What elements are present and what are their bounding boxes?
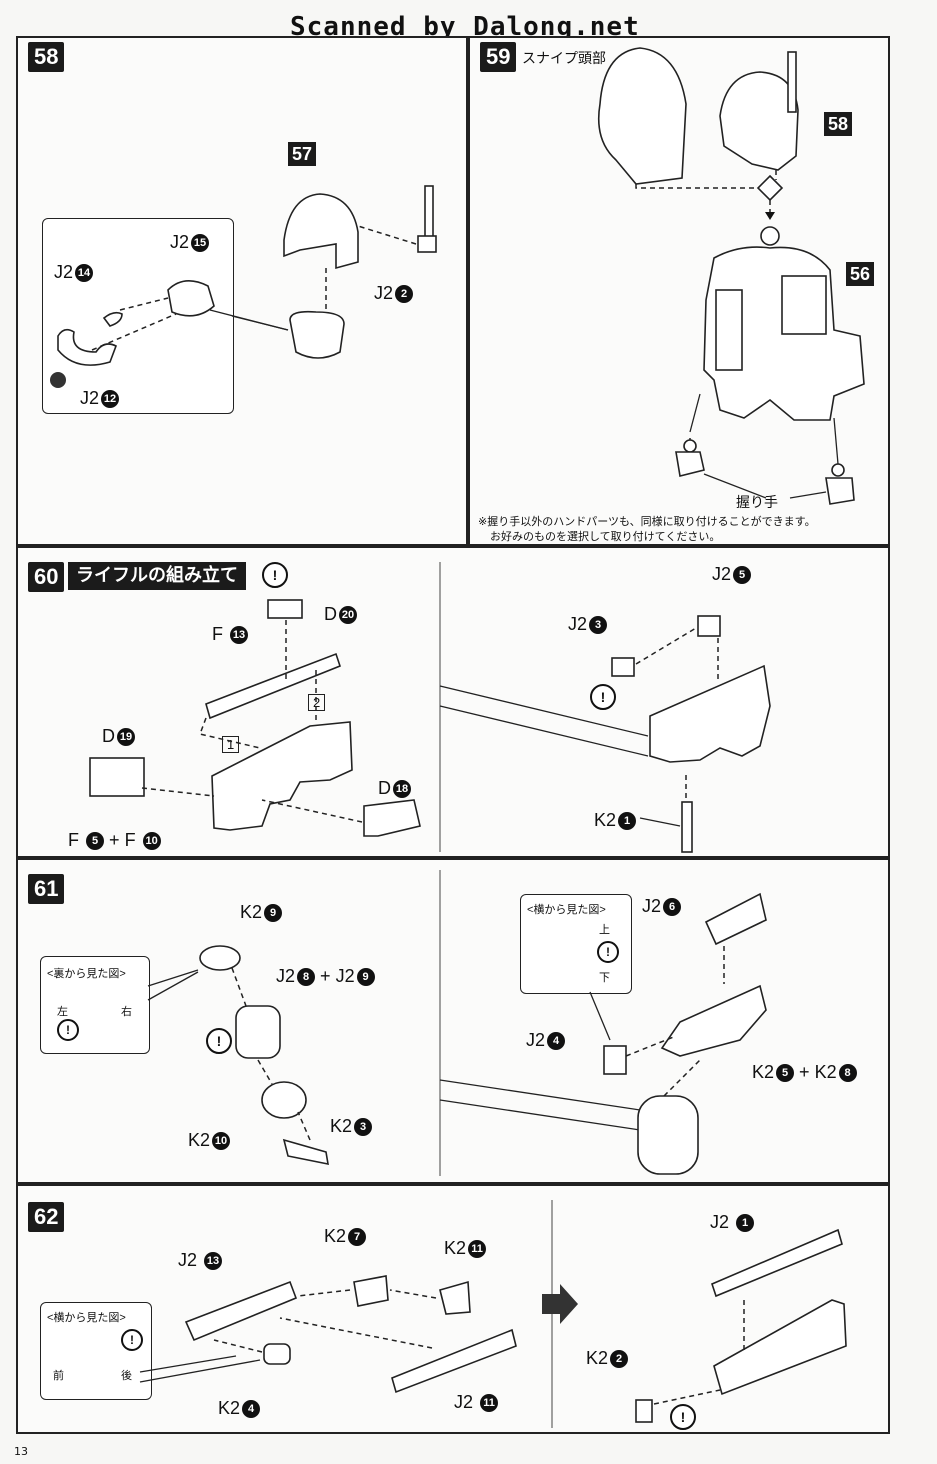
caution-icon: !: [262, 562, 288, 588]
down-label: 下: [599, 972, 610, 984]
order-box-1: 1: [222, 736, 240, 753]
part-ref-58: 58: [824, 112, 853, 136]
step-number: 62: [28, 1202, 65, 1232]
note-hand-parts: ※握り手以外のハンドパーツも、同様に取り付けることができます。 お好みのものを選…: [478, 515, 816, 543]
grip-hand-label: 握り手: [736, 494, 778, 510]
caution-icon: !: [597, 941, 619, 963]
visor-parts: [50, 280, 215, 388]
part-ref-56: 56: [846, 262, 875, 286]
step-number: 61: [28, 874, 65, 904]
step-number: 58: [28, 42, 65, 72]
label-j2-11: J2 11: [454, 1392, 499, 1413]
step-number: 59: [480, 42, 517, 72]
helmet-part-57: [283, 185, 437, 359]
label-j2-1: J2 1: [710, 1212, 755, 1233]
snipe-head: [597, 47, 799, 185]
next-arrow-icon: [542, 1284, 578, 1324]
rifle-left-assembly: [89, 599, 421, 837]
side-view-inset: <横から見た図> ! 前 後: [40, 1302, 152, 1400]
left-label: 左: [57, 1006, 68, 1018]
caution-icon: !: [206, 1028, 232, 1054]
inset-title: <横から見た図>: [47, 1312, 126, 1324]
inset-title: <裏から見た図>: [47, 968, 126, 980]
rail-left-parts: [184, 1275, 517, 1394]
part-ref-57: 57: [288, 142, 317, 166]
caution-icon: !: [670, 1404, 696, 1430]
label-j2-13: J2 13: [178, 1250, 223, 1271]
page-number: 13: [14, 1445, 28, 1458]
label-f13: F 13: [212, 624, 249, 645]
inset-title: <横から見た図>: [527, 904, 606, 916]
label-f5-f10: F 5 + F 10: [68, 830, 161, 851]
right-label: 右: [121, 1006, 132, 1018]
caution-icon: !: [121, 1329, 143, 1351]
caution-icon: !: [590, 684, 616, 710]
up-label: 上: [599, 924, 610, 936]
scope-left-parts: [199, 945, 329, 1166]
front-label: 前: [53, 1370, 64, 1382]
caution-icon: !: [57, 1019, 79, 1041]
body-part-56: [703, 226, 865, 421]
step-number: 60: [28, 562, 65, 592]
step-title: スナイプ頭部: [522, 50, 606, 66]
side-view-inset: <横から見た図> 上 下 !: [520, 894, 632, 994]
rail-right-assembly: [635, 1228, 847, 1423]
back-view-inset: <裏から見た図> 左 右 !: [40, 956, 150, 1054]
back-label: 後: [121, 1370, 132, 1382]
rifle-right-assembly: [611, 615, 771, 853]
step-title: ライフルの組み立て: [68, 562, 246, 590]
scope-right-parts: [603, 892, 767, 1175]
